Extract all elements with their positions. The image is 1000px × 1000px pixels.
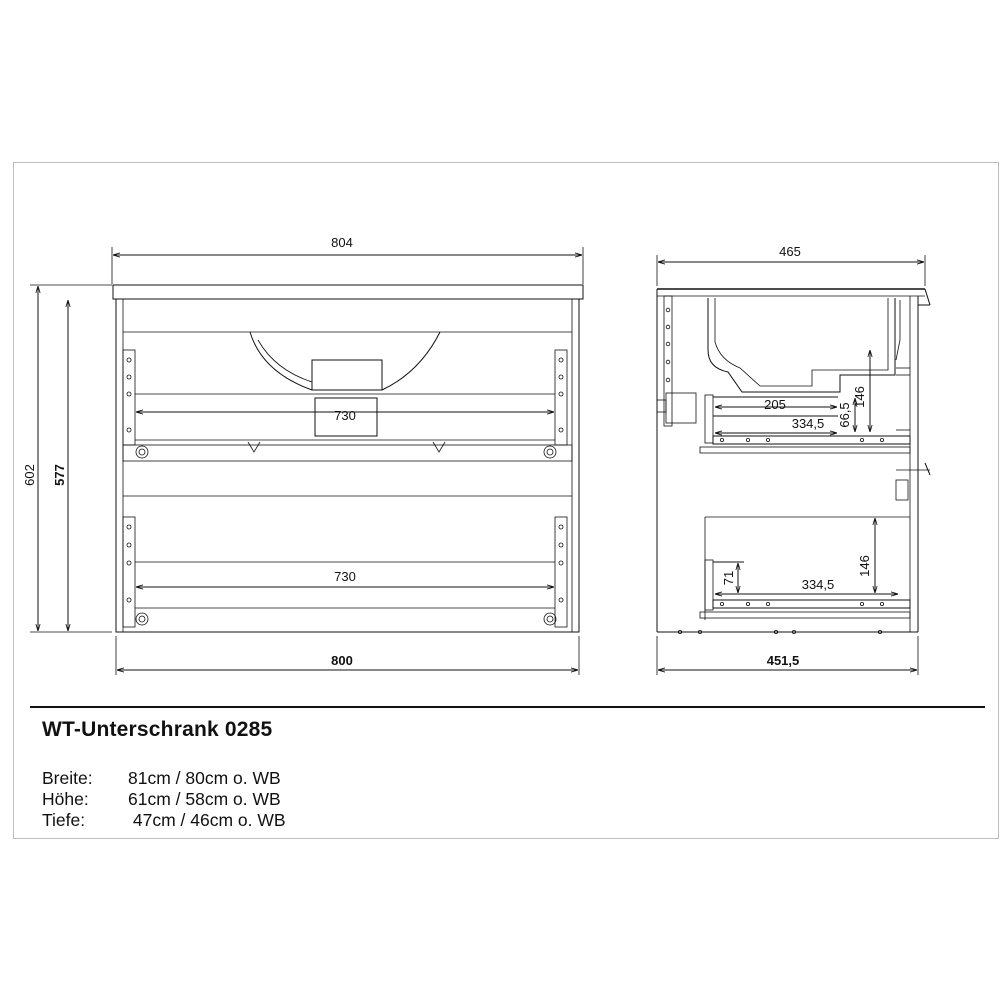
side-view: 465	[656, 244, 931, 675]
siphon	[311, 359, 383, 391]
countertop	[112, 284, 584, 300]
spec-row-width: Breite: 81cm / 80cm o. WB	[42, 768, 281, 789]
dim-total-height: 602	[22, 464, 37, 486]
cabinet-body	[115, 298, 580, 633]
spec-value: 81cm / 80cm o. WB	[128, 768, 281, 788]
spec-row-height: Höhe: 61cm / 58cm o. WB	[42, 789, 281, 810]
spec-row-depth: Tiefe: 47cm / 46cm o. WB	[42, 810, 286, 831]
side-upper-drawer: 205 334,5 66,5 146	[699, 350, 911, 454]
dim-upper-drawer-height: 146	[852, 386, 867, 408]
dim-inner-width-upper: 730	[334, 408, 356, 423]
front-view: 804 730	[22, 235, 584, 675]
dim-lower-drawer-depth: 334,5	[802, 577, 835, 592]
drawing-frame	[13, 162, 999, 839]
spec-label: Breite:	[42, 768, 93, 788]
dim-body-height: 577	[52, 464, 67, 486]
product-title: WT-Unterschrank 0285	[42, 718, 273, 741]
dim-top-width: 804	[331, 235, 353, 250]
dim-lower-drawer-side: 71	[721, 571, 736, 585]
spec-label: Höhe:	[42, 789, 89, 809]
spec-value: 47cm / 46cm o. WB	[128, 810, 286, 830]
dim-top-depth: 465	[779, 244, 801, 259]
spec-value: 61cm / 58cm o. WB	[128, 789, 281, 809]
dim-lower-drawer-height: 146	[857, 555, 872, 577]
dim-bottom-depth: 451,5	[767, 653, 800, 668]
spec-label: Tiefe:	[42, 810, 86, 830]
side-lower-drawer: 71 334,5 146	[678, 518, 911, 635]
title-separator	[30, 706, 985, 708]
upper-drawer: 730	[122, 349, 573, 462]
lower-drawer: 730	[122, 516, 568, 628]
dim-bottom-width: 800	[331, 653, 353, 668]
dim-upper-drawer-width: 205	[764, 397, 786, 412]
basin-outline	[249, 331, 441, 391]
dim-upper-drawer-depth: 334,5	[792, 416, 825, 431]
dim-inner-width-lower: 730	[334, 569, 356, 584]
dim-upper-drawer-side: 66,5	[837, 402, 852, 427]
